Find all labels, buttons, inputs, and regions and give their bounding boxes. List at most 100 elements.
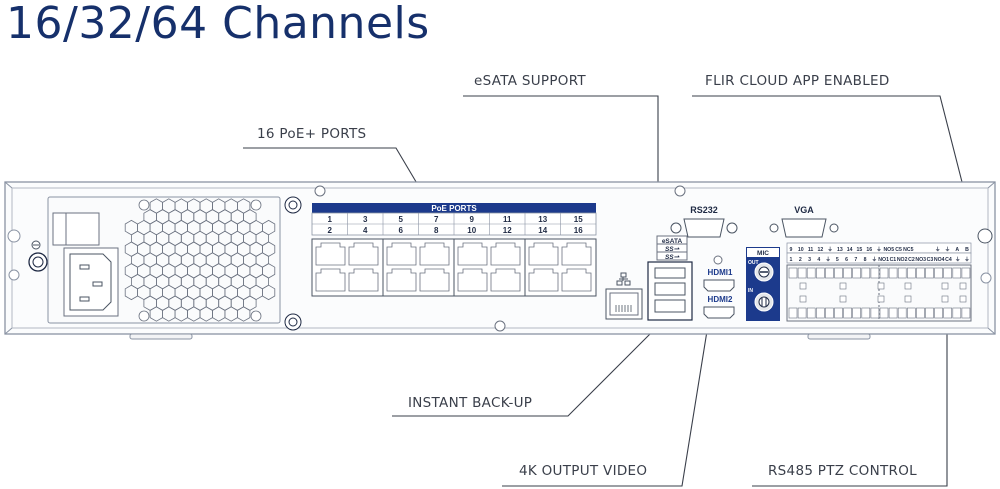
terminal-label: 7: [854, 257, 857, 263]
poe-port-jack[interactable]: [457, 268, 488, 292]
usb-port-1[interactable]: [654, 282, 686, 296]
hdmi-ports: HDMI1 HDMI2: [703, 255, 735, 319]
poe-port-number: 5: [399, 215, 404, 224]
terminal-label: 10: [798, 247, 804, 253]
terminal-pin[interactable]: [934, 307, 943, 319]
terminal-pin[interactable]: [916, 267, 925, 279]
terminal-label: ⏚: [825, 256, 830, 263]
terminal-pin[interactable]: [934, 267, 943, 279]
terminal-pin[interactable]: [825, 267, 834, 279]
callout-4k-output: 4K OUTPUT VIDEO: [519, 463, 648, 479]
poe-port-jack[interactable]: [386, 242, 417, 266]
terminal-pin[interactable]: [806, 307, 816, 319]
terminal-pin[interactable]: [961, 307, 971, 319]
poe-port-number: 4: [363, 226, 368, 235]
terminal-label: 15: [857, 247, 863, 253]
poe-port-jack[interactable]: [315, 242, 346, 266]
terminal-pin[interactable]: [870, 267, 880, 279]
terminal-label: 9: [790, 247, 793, 253]
terminal-pin[interactable]: [815, 307, 825, 319]
terminal-screw: [839, 282, 847, 290]
esata-port[interactable]: [654, 267, 686, 279]
terminal-pin[interactable]: [806, 267, 816, 279]
poe-port-jack[interactable]: [348, 268, 379, 292]
terminal-pin[interactable]: [825, 307, 834, 319]
terminal-pin[interactable]: [897, 267, 907, 279]
terminal-pin[interactable]: [852, 307, 862, 319]
terminal-label: 13: [837, 247, 843, 253]
terminal-label: ⏚: [964, 256, 969, 263]
terminal-pin[interactable]: [906, 307, 916, 319]
poe-port-jack[interactable]: [348, 242, 379, 266]
poe-port-jack[interactable]: [419, 268, 450, 292]
terminal-pin[interactable]: [906, 267, 916, 279]
terminal-pin[interactable]: [952, 267, 962, 279]
chassis-screws: [284, 185, 993, 332]
terminal-pin[interactable]: [834, 307, 843, 319]
terminal-pin[interactable]: [943, 307, 953, 319]
poe-port-number: 6: [399, 226, 404, 235]
poe-port-jack[interactable]: [386, 268, 417, 292]
terminal-pin[interactable]: [815, 267, 825, 279]
terminal-pin[interactable]: [897, 307, 907, 319]
power-switch[interactable]: [52, 212, 100, 246]
usb-port-2[interactable]: [654, 299, 686, 313]
vga-label: VGA: [794, 205, 814, 215]
terminal-label: NC5: [903, 247, 913, 253]
terminal-pin[interactable]: [961, 267, 971, 279]
terminal-pin[interactable]: [834, 267, 843, 279]
terminal-pin[interactable]: [852, 267, 862, 279]
poe-port-jack[interactable]: [457, 242, 488, 266]
esata-label: eSATA: [662, 238, 683, 245]
terminal-pin[interactable]: [879, 267, 889, 279]
terminal-pin[interactable]: [861, 267, 871, 279]
poe-port-number: 7: [434, 215, 439, 224]
terminal-pin[interactable]: [797, 307, 807, 319]
poe-port-number: 3: [363, 215, 368, 224]
terminal-pin[interactable]: [788, 307, 798, 319]
terminal-pin[interactable]: [925, 267, 934, 279]
terminal-pin[interactable]: [788, 267, 798, 279]
terminal-pin[interactable]: [943, 267, 953, 279]
terminal-screw: [941, 282, 949, 290]
poe-port-jack[interactable]: [528, 242, 559, 266]
fan-mount-hole: [250, 199, 262, 211]
poe-ports: [311, 238, 597, 297]
fan-grille: [124, 198, 276, 322]
terminal-pin[interactable]: [870, 307, 880, 319]
terminal-label: ⏚: [935, 246, 940, 253]
mic-label: MIC: [757, 250, 769, 257]
terminal-pin[interactable]: [879, 307, 889, 319]
rs232-port[interactable]: RS232: [670, 205, 738, 238]
mic-ports: MIC OUT IN: [746, 247, 780, 321]
poe-port-jack[interactable]: [561, 268, 592, 292]
terminal-pin[interactable]: [861, 307, 871, 319]
vga-port[interactable]: VGA: [769, 205, 839, 238]
poe-port-jack[interactable]: [490, 242, 521, 266]
terminal-pin[interactable]: [843, 267, 852, 279]
terminal-label: C4: [945, 257, 952, 263]
hdmi-port-1[interactable]: [703, 279, 735, 292]
terminal-pin[interactable]: [888, 267, 898, 279]
terminal-pin[interactable]: [797, 267, 807, 279]
terminal-screw: [877, 282, 885, 290]
poe-port-jack[interactable]: [490, 268, 521, 292]
terminal-pin[interactable]: [952, 307, 962, 319]
fan-mount-hole: [138, 199, 150, 211]
poe-port-jack[interactable]: [528, 268, 559, 292]
hdmi-port-2[interactable]: [703, 306, 735, 319]
poe-port-jack[interactable]: [315, 268, 346, 292]
terminal-pin[interactable]: [925, 307, 934, 319]
lan-port[interactable]: [605, 272, 643, 320]
terminal-pin[interactable]: [916, 307, 925, 319]
terminal-pin[interactable]: [888, 307, 898, 319]
poe-port-jack[interactable]: [561, 242, 592, 266]
poe-port-number: 9: [470, 215, 475, 224]
usb1-label: SS⇀: [665, 246, 680, 253]
terminal-pin[interactable]: [843, 307, 852, 319]
terminal-label: ⏚: [955, 256, 960, 263]
poe-port-jack[interactable]: [419, 242, 450, 266]
callout-esata-support: eSATA SUPPORT: [474, 73, 586, 89]
poe-header-label: PoE PORTS: [431, 204, 477, 213]
grille-cell: [236, 306, 251, 322]
